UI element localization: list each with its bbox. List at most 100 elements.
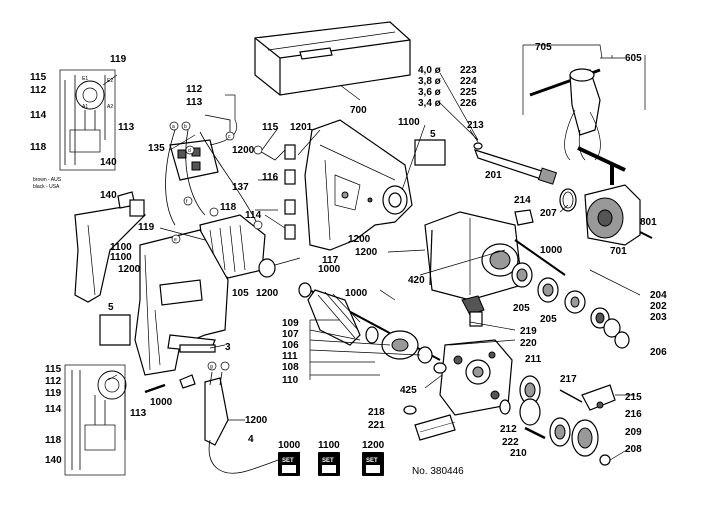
speed-switch [514,209,534,226]
armature [298,282,441,364]
callout-208: 208 [625,444,642,455]
bit-size-1: 4,0 ø [418,65,442,76]
callout-801: 801 [640,217,657,228]
gearbox-cover [424,211,523,301]
callout-115b: 115 [30,72,47,83]
callout-113a: 113 [186,97,203,108]
set-label-1000: SET [282,458,294,464]
brush-spring [129,199,145,217]
bit-part-1: 223 [460,65,477,76]
callout-420: 420 [408,275,425,286]
callout-1000d: 1000 [150,397,173,408]
bit-part-4: 226 [460,98,477,109]
callout-117: 117 [322,255,339,266]
callout-220: 220 [520,338,537,349]
callout-137: 137 [232,182,249,193]
callout-1000b: 1000 [345,288,368,299]
callout-219: 219 [520,326,537,337]
callout-1100b: 1100 [110,242,132,253]
callout-215: 215 [625,392,642,403]
callout-109: 109 [282,318,299,329]
connector-b: b [184,124,187,130]
connector-g: g [210,364,213,370]
bit-size-4: 3,4 ø [418,98,442,109]
drawing-number: No. 380446 [412,466,464,477]
callout-203: 203 [650,312,667,323]
terminal-a2: A2 [107,104,113,110]
callout-5a: 5 [430,129,436,140]
callout-222: 222 [502,437,519,448]
bearing-stack [511,262,630,349]
callout-118b: 118 [30,142,47,153]
callout-425: 425 [400,385,417,396]
leader-lines [102,44,646,461]
cord-clamp [179,374,196,389]
gear-set [499,375,611,466]
callout-107: 107 [282,329,299,340]
wiring-legend-2: black - USA [33,184,60,190]
label-plate-top [414,139,446,166]
callout-105: 105 [232,288,249,299]
connector-d: d [188,148,191,154]
callout-701: 701 [610,246,627,257]
callout-114b: 114 [30,110,47,121]
callout-206: 206 [650,347,667,358]
callout-112b: 112 [30,85,47,96]
callout-201: 201 [485,170,502,181]
callout-113c: 113 [130,408,147,419]
connector-f: f [186,199,188,205]
depth-stop-handle [522,44,601,161]
callout-108: 108 [282,362,299,373]
callout-605: 605 [625,53,642,64]
terminal-e1: E1 [82,76,88,82]
label-plate-left [99,314,131,346]
callout-700: 700 [350,105,367,116]
wiring-legend-1: brown - AUS [33,177,62,183]
callout-209: 209 [625,427,642,438]
callout-3: 3 [225,342,231,353]
callout-216: 216 [625,409,642,420]
callout-113b: 113 [118,122,135,133]
callout-211: 211 [525,354,542,365]
callout-135: 135 [148,143,165,154]
callout-111: 111 [282,351,298,362]
callout-1200f: 1200 [245,415,268,426]
callout-106: 106 [282,340,299,351]
label-plate-bottom [179,344,216,353]
connector-letters: a b c d e f g [169,121,263,371]
callout-140c: 140 [45,455,62,466]
set-label-1200: SET [366,458,378,464]
brush-holders [284,144,296,240]
set-box-1100 [318,452,340,476]
callout-1100a: 1100 [398,117,420,128]
callout-1000a: 1000 [540,245,563,256]
trigger-switch [169,119,238,181]
callout-205b: 205 [540,314,557,325]
callout-213: 213 [467,120,484,131]
callout-114a: 114 [245,210,262,221]
callout-1200b: 1200 [256,288,279,299]
callout-202: 202 [650,301,667,312]
callout-1200d: 1200 [232,145,255,156]
set-box-1200 [362,452,384,476]
long-screw [514,239,566,276]
callout-221: 221 [368,420,385,431]
bit-part-3: 225 [460,87,477,98]
callout-5b: 5 [108,302,114,313]
callout-1201: 1201 [290,122,313,133]
callout-214: 214 [514,195,531,206]
callout-119a: 119 [138,222,155,233]
drill-chuck [584,184,653,246]
bit-size-3: 3,6 ø [418,87,442,98]
callout-1200e: 1200 [118,264,141,275]
bit-size-2: 3,8 ø [418,76,442,87]
callout-140a: 140 [100,190,117,201]
callout-204: 204 [650,290,667,301]
callout-1000c: 1000 [318,264,341,275]
carry-case [254,21,411,96]
callout-212: 212 [500,424,517,435]
callout-112c: 112 [45,376,62,387]
callout-210: 210 [510,448,527,459]
